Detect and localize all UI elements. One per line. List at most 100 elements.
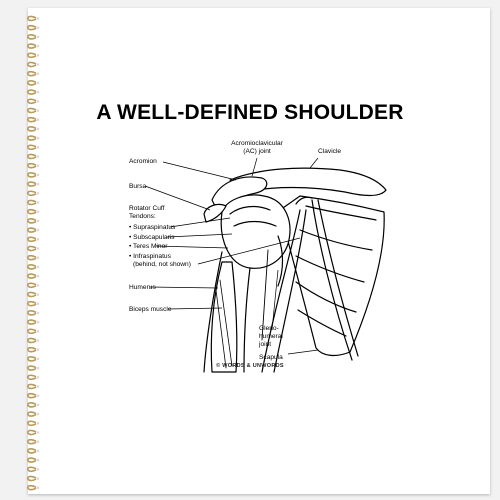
spiral-coil-loop [27,162,37,169]
spiral-coil-loop [27,282,37,289]
binding-hole [36,302,40,306]
binding-hole [36,265,40,269]
label-leader-lines [144,157,319,355]
binding-hole [36,339,40,342]
spiral-coil-loop [27,181,37,187]
binding-hole [36,35,40,39]
spiral-coil-loop [27,420,37,427]
spiral-coil-loop [27,310,37,316]
binding-hole [36,320,40,324]
spiral-coil-loop [27,218,37,224]
spiral-coil-loop [27,208,37,215]
spiral-coil-loop [27,34,37,40]
spiral-coil-loop [27,144,37,151]
label-gleno-line1: Gleno- [259,325,279,332]
binding-hole [36,136,40,140]
spiral-coil-loop [27,300,37,307]
label-ac-joint-line1: Acromioclavicular [231,140,283,147]
spiral-coil-loop [27,484,37,491]
spiral-coil-loop [27,24,37,31]
spiral-coil-loop [27,107,37,114]
spiral-coil-loop [27,457,37,463]
label-scapula: Scapula [259,354,283,361]
spiral-coil-loop [27,172,37,178]
binding-hole [36,44,40,48]
copyright-credit: © WORDS & UNWORDS [216,363,284,369]
binding-hole [36,458,40,462]
label-supraspinatus: • Supraspinatus [129,224,176,231]
spiral-coil-loop [27,337,37,344]
binding-hole [36,403,40,407]
spiral-coil-loop [27,328,37,335]
binding-hole [36,412,40,416]
binding-hole [36,127,40,131]
spiral-coil-loop [27,61,37,68]
binding-hole [36,394,40,398]
label-gleno-line2: humeral [259,333,283,340]
spiral-coil-loop [27,254,37,261]
binding-hole [36,486,40,490]
binding-hole [36,146,40,149]
binding-hole [36,468,40,471]
binding-hole [36,357,40,361]
shoulder-illustration [203,167,387,373]
binding-hole [36,293,40,296]
binding-hole [36,118,40,121]
label-ac-joint-line2: (AC) joint [243,148,271,155]
label-bursa: Bursa [129,183,147,190]
label-biceps: Biceps muscle [129,306,172,313]
binding-hole [36,238,40,241]
spiral-coil-loop [27,374,37,381]
label-infraspinatus: • Infraspinatus [129,253,172,260]
spiral-coil-loop [27,126,37,132]
binding-hole [36,348,40,352]
label-infraspinatus-note: (behind, not shown) [133,261,191,268]
spiral-coil-loop [27,402,37,408]
binding-hole [36,100,40,103]
spiral-binding [27,15,40,491]
spiral-coil-loop [27,15,37,22]
page-title: A WELL-DEFINED SHOULDER [96,101,404,124]
binding-hole [36,72,40,75]
label-gleno-line3: joint [258,341,271,348]
binding-hole [36,376,40,379]
binding-hole [36,109,40,112]
spiral-coil-loop [27,448,37,454]
binding-hole [36,173,40,177]
label-rotator-cuff: Rotator Cuff [129,205,165,212]
spiral-coil-loop [27,70,37,77]
binding-hole [36,422,40,425]
spiral-coil-loop [27,475,37,482]
spiral-coil-loop [27,383,37,390]
spiral-coil-loop [27,227,37,233]
binding-hole [36,477,40,480]
binding-hole [36,17,40,20]
spiral-coil-loop [27,135,37,141]
label-subscapularis: • Subscapularis [129,234,175,241]
binding-hole [36,54,40,57]
binding-hole [36,274,40,278]
binding-hole [36,247,40,250]
binding-hole [36,311,40,315]
binding-hole [36,219,40,223]
label-teres-minor: • Teres Minor [129,243,168,250]
label-acromion: Acromion [129,158,157,165]
spiral-coil-loop [27,116,37,123]
spiral-coil-loop [27,438,37,445]
binding-hole [36,182,40,186]
spiral-coil-loop [27,153,37,160]
binding-hole [36,210,40,213]
spiral-coil-loop [27,52,37,59]
spiral-coil-loop [27,199,37,206]
spiral-coil-loop [27,273,37,279]
spiral-coil-loop [27,365,37,371]
binding-hole [36,449,40,453]
binding-hole [36,63,40,66]
spiral-coil-loop [27,98,37,105]
diagram-labels: Acromioclavicular (AC) joint Clavicle Ac… [129,140,341,361]
binding-hole [36,228,40,232]
spiral-coil-loop [27,89,37,95]
binding-hole [36,385,40,388]
binding-hole [36,26,40,30]
